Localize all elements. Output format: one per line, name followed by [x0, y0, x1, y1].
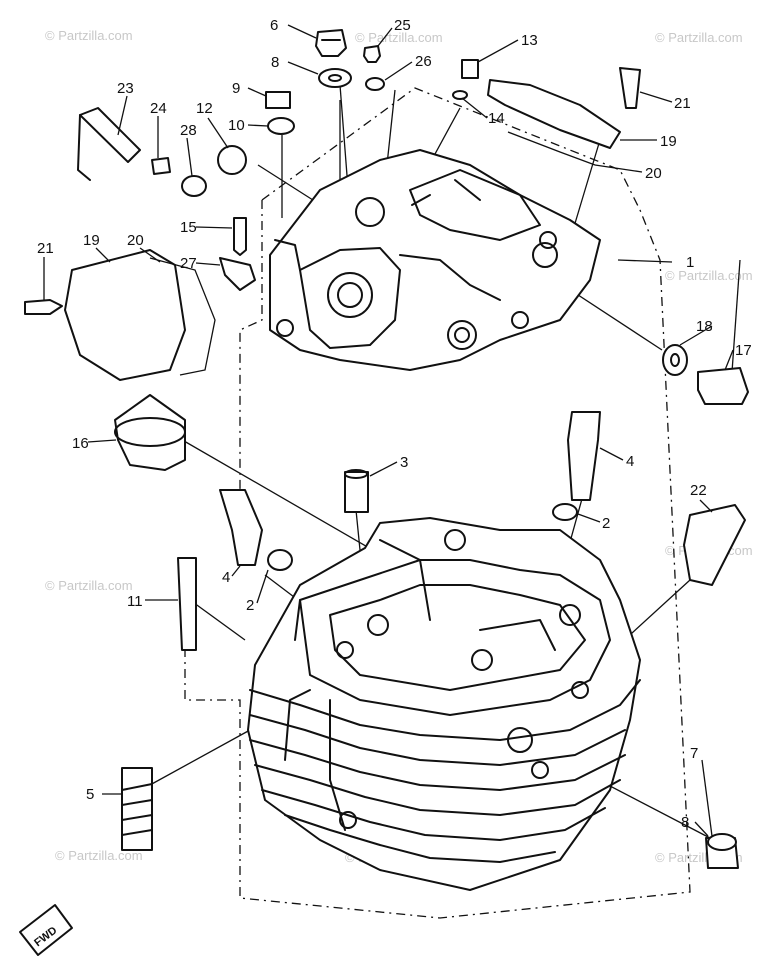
watermark: © Partzilla.com: [655, 30, 743, 45]
callout-11: 11: [127, 593, 143, 610]
callout-8: 8: [681, 814, 689, 831]
callout-26: 26: [415, 53, 432, 70]
watermark: © Partzilla.com: [665, 268, 753, 283]
camshaft-housing: [269, 149, 601, 371]
callout-27: 27: [180, 255, 197, 272]
callout-13: 13: [521, 32, 538, 49]
callout-19: 19: [83, 232, 100, 249]
callout-16: 16: [72, 435, 89, 452]
callout-10: 10: [228, 117, 245, 134]
callout-23: 23: [117, 80, 134, 97]
callout-2: 2: [246, 597, 254, 614]
callout-21: 21: [674, 95, 691, 112]
callout-4: 4: [222, 569, 230, 586]
callout-19: 19: [660, 133, 677, 150]
callout-1: 1: [686, 254, 694, 271]
callout-24: 24: [150, 100, 167, 117]
cylinder-head: [247, 517, 641, 891]
watermark: © Partzilla.com: [355, 30, 443, 45]
callout-14: 14: [488, 110, 505, 127]
callout-4: 4: [626, 453, 634, 470]
watermark: © Partzilla.com: [45, 28, 133, 43]
watermark: © Partzilla.com: [55, 848, 143, 863]
callout-8: 8: [271, 54, 279, 71]
callout-22: 22: [690, 482, 707, 499]
callout-12: 12: [196, 100, 213, 117]
callout-21: 21: [37, 240, 54, 257]
small-parts: [19, 29, 749, 956]
watermark: © Partzilla.com: [45, 578, 133, 593]
callout-leaders: [43, 24, 734, 837]
callout-17: 17: [735, 342, 752, 359]
callout-9: 9: [232, 80, 240, 97]
callout-6: 6: [270, 17, 278, 34]
callout-5: 5: [86, 786, 94, 803]
callout-2: 2: [602, 515, 610, 532]
callout-28: 28: [180, 122, 197, 139]
callout-3: 3: [400, 454, 408, 471]
callout-20: 20: [127, 232, 144, 249]
callout-20: 20: [645, 165, 662, 182]
assembly-boundary: [184, 87, 691, 919]
callout-18: 18: [696, 318, 713, 335]
callout-25: 25: [394, 17, 411, 34]
callout-15: 15: [180, 219, 197, 236]
callout-7: 7: [690, 745, 698, 762]
